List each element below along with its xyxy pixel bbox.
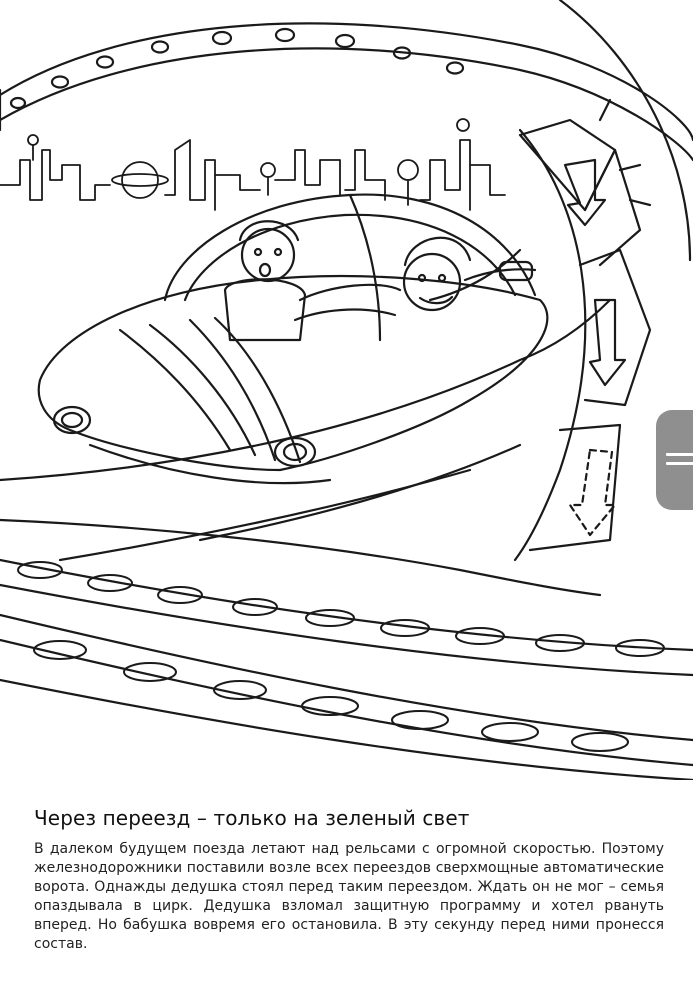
flying-car-icon [37, 193, 549, 485]
side-tab-icon [656, 410, 693, 510]
story-caption: Через переезд – только на зеленый свет В… [34, 806, 664, 954]
coloring-illustration [0, 0, 693, 780]
arrow-down-icon [563, 158, 607, 227]
passengers [223, 220, 537, 342]
story-text: В далеком будущем поезда летают над рель… [34, 841, 664, 952]
city-skyline-icon [0, 118, 506, 211]
tunnel-arch [0, 0, 693, 562]
arrow-down-icon [588, 298, 627, 387]
railway-track-icon [0, 558, 693, 780]
arch-portholes [9, 27, 465, 110]
arrow-down-icon [568, 448, 617, 537]
page-title: Через переезд – только на зеленый свет [34, 806, 470, 830]
crossing-gate [518, 98, 652, 552]
